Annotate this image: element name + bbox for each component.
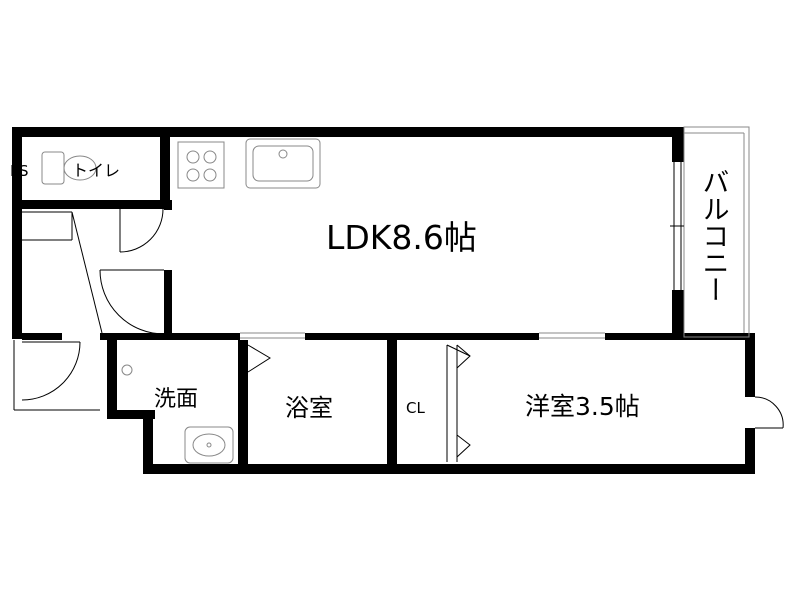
toilet-label: トイレ	[72, 161, 120, 180]
balcony-outline	[683, 126, 750, 338]
gas-stove-icon	[177, 141, 225, 189]
western-room-label: 洋室3.5帖	[525, 392, 640, 421]
bathroom-label: 浴室	[285, 394, 333, 422]
ps-label: PS	[10, 162, 29, 180]
wash-basin-icon	[184, 426, 234, 464]
doors	[21, 208, 784, 458]
ldk-label: LDK8.6帖	[326, 218, 477, 257]
kitchen-sink-icon	[245, 138, 321, 189]
closet-label: CL	[406, 399, 425, 417]
walls	[12, 127, 755, 474]
washroom-label: 洗面	[154, 387, 198, 412]
balcony-label: バルコニー	[698, 168, 729, 303]
toilet-icon	[41, 151, 97, 185]
thin-lines	[13, 162, 684, 462]
washer-drain-icon	[121, 364, 133, 376]
